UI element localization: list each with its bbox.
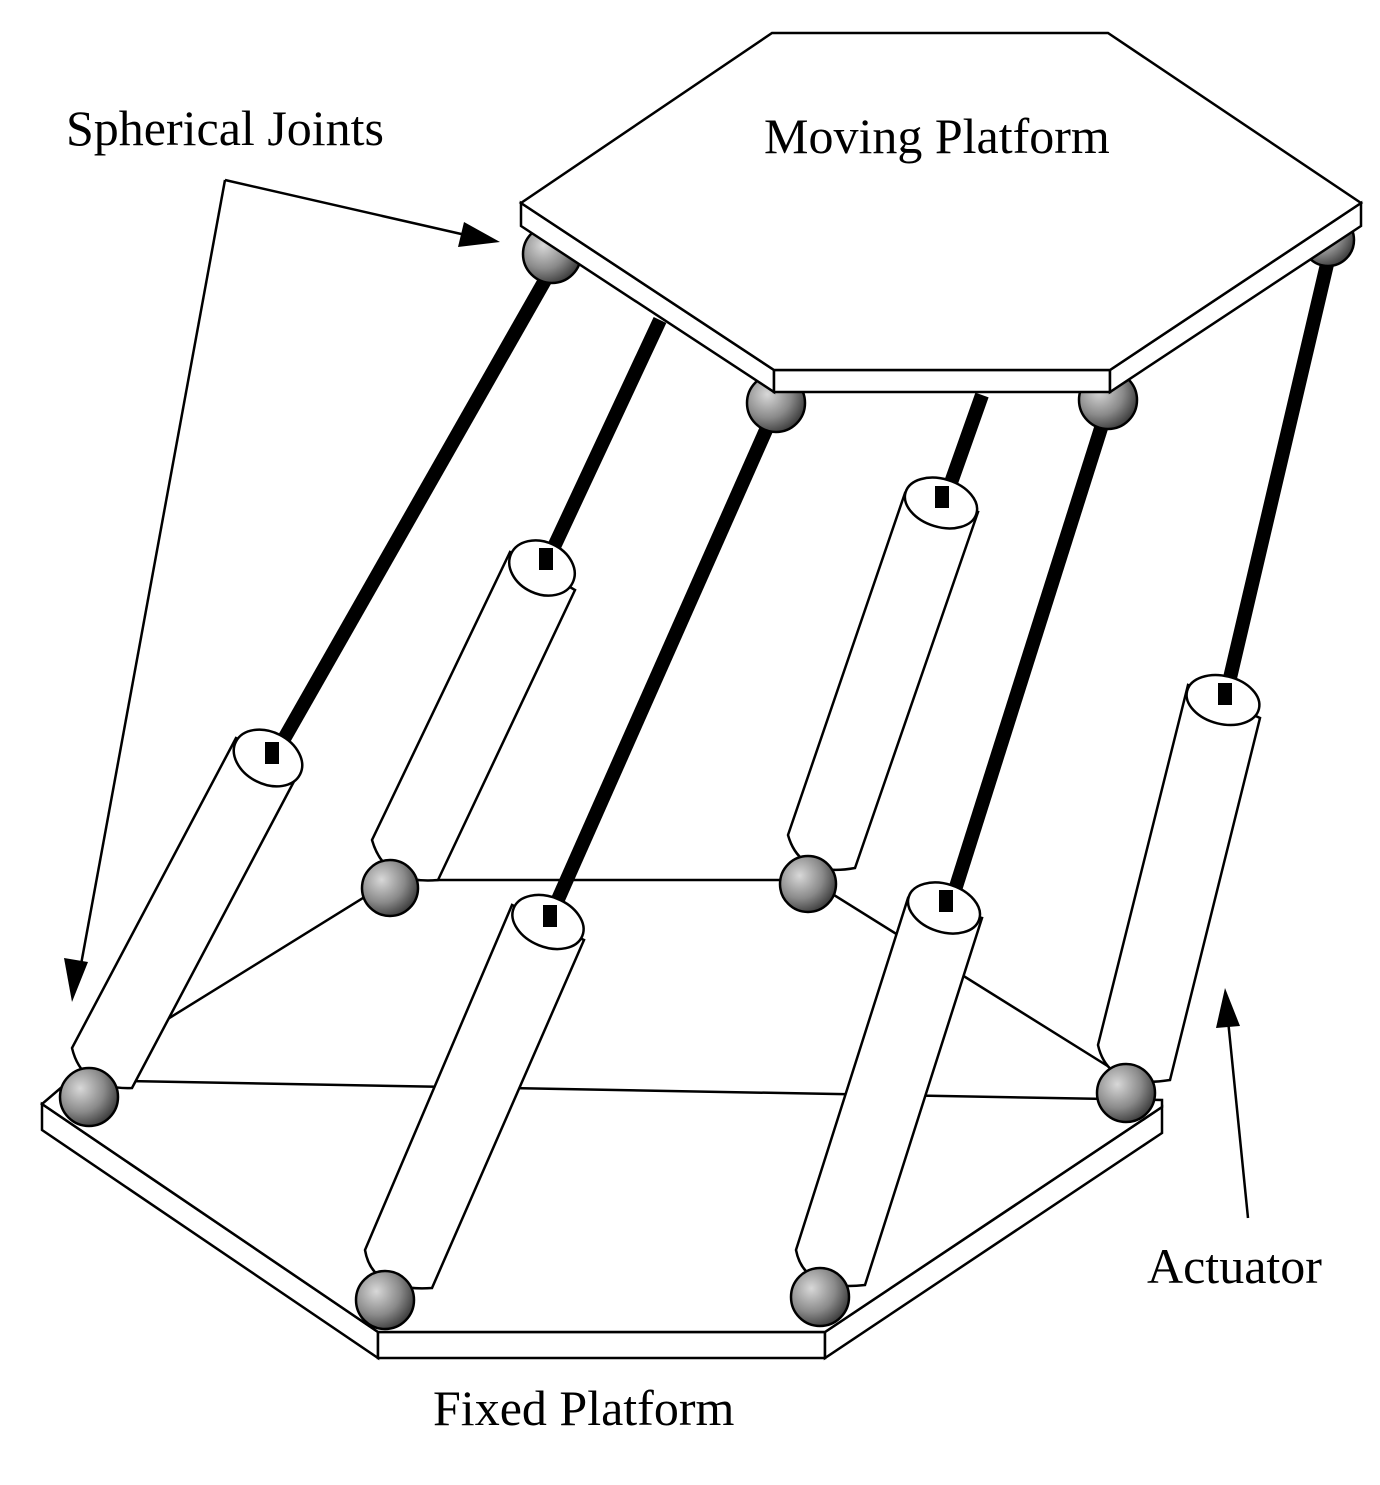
spherical-joint-base-3 xyxy=(354,1269,416,1331)
spherical-joint-base-2 xyxy=(360,858,420,918)
spherical-joint-base-1 xyxy=(58,1066,120,1128)
spherical-joints-arrows xyxy=(64,178,500,1002)
piston-rod-end xyxy=(939,890,953,912)
moving-platform-top xyxy=(518,31,1364,372)
spherical-joint-base-4 xyxy=(778,854,838,914)
label-moving-platform: Moving Platform xyxy=(764,108,1110,164)
fixed-platform-top xyxy=(39,1078,1164,1334)
piston-rod-end xyxy=(265,742,279,764)
piston-rod-end xyxy=(543,905,557,927)
fixed-platform-back-edges xyxy=(149,878,1131,1082)
piston-rod xyxy=(265,271,555,764)
piston-rod-end xyxy=(1218,683,1232,705)
actuator-cylinder xyxy=(786,491,980,872)
arrow-head-top-joint xyxy=(458,222,500,247)
piston-rod xyxy=(538,317,667,569)
label-fixed-platform: Fixed Platform xyxy=(433,1380,734,1436)
actuator-leg-3 xyxy=(363,427,773,1290)
arrow-head-actuator xyxy=(1216,988,1240,1028)
actuator-cylinder xyxy=(70,736,302,1090)
piston-rod xyxy=(941,422,1109,915)
fixed-platform xyxy=(39,878,1164,1361)
piston-rod-end xyxy=(539,548,553,570)
label-actuator: Actuator xyxy=(1147,1238,1322,1294)
actuator-leg-4 xyxy=(786,392,989,872)
moving-platform-side-front xyxy=(772,368,1112,394)
label-spherical-joints: Spherical Joints xyxy=(66,100,384,156)
arrow-head-base-joint xyxy=(64,958,88,1002)
actuator-leg-2 xyxy=(370,317,667,882)
fixed-platform-side-front xyxy=(376,1330,827,1360)
piston-rod-end xyxy=(935,486,949,508)
actuator-arrow xyxy=(1216,988,1250,1219)
actuator-cylinder xyxy=(370,550,577,882)
piston-rod xyxy=(541,427,773,925)
spherical-joint-base-5 xyxy=(789,1266,851,1328)
spherical-joint-base-6 xyxy=(1095,1062,1157,1124)
moving-platform xyxy=(518,31,1364,395)
piston-rod xyxy=(1219,258,1335,697)
